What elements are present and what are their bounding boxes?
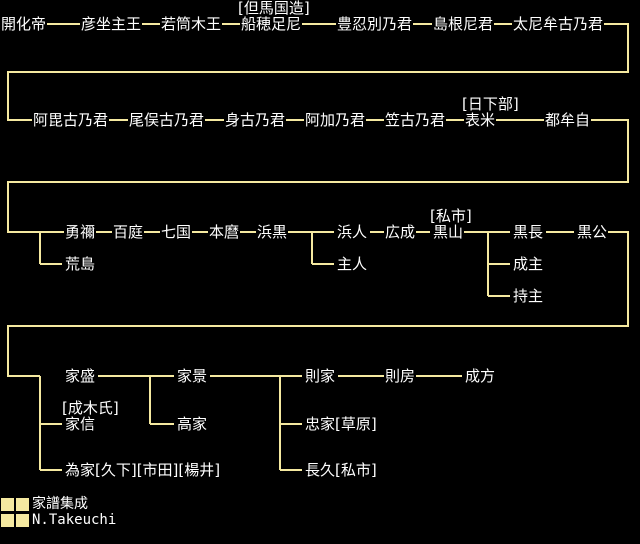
- badge-nariki-shi: [成木氏]: [62, 399, 119, 417]
- node-omatako: 尾俣古乃君: [128, 111, 206, 129]
- node-kuronaga: 黒長: [512, 223, 545, 241]
- node-momoniwa: 百庭: [112, 223, 145, 241]
- node-tsumuji: 都牟自: [544, 111, 592, 129]
- node-hamaguro: 浜黒: [256, 223, 289, 241]
- node-takaie: 高家: [176, 415, 209, 433]
- node-iekage: 家景: [176, 367, 209, 385]
- node-yonome: 表米: [464, 111, 497, 129]
- node-nushihito: 主人: [336, 255, 369, 273]
- node-ienobu: 家信: [64, 415, 97, 433]
- node-kurokimi: 黒公: [576, 223, 609, 241]
- node-wakatsutsuki-no-miko: 若筒木王: [160, 15, 223, 33]
- node-hironari: 広成: [384, 223, 417, 241]
- node-nagahisa: 長久[私市]: [304, 461, 378, 479]
- node-narinushi: 成主: [512, 255, 545, 273]
- footer-author: N.Takeuchi: [32, 512, 117, 528]
- node-kuroyama: 黒山: [432, 223, 465, 241]
- footer-title: 家譜集成: [32, 496, 88, 512]
- node-noriie: 則家: [304, 367, 337, 385]
- node-miko: 身古乃君: [224, 111, 287, 129]
- node-norifusa: 則房: [384, 367, 417, 385]
- legend-square: [1, 498, 14, 511]
- node-funaho-no-sukune: 船穂足尼: [240, 15, 303, 33]
- badge-kusakabe: [日下部]: [462, 95, 519, 113]
- node-motomaro: 本麿: [208, 223, 241, 241]
- node-tadaie: 忠家[草原]: [304, 415, 378, 433]
- node-mochinushi: 持主: [512, 287, 545, 305]
- node-kasako: 笠古乃君: [384, 111, 447, 129]
- node-isane: 勇禰: [64, 223, 97, 241]
- node-hamahito: 浜人: [336, 223, 369, 241]
- node-aka: 阿加乃君: [304, 111, 367, 129]
- node-shimane-no-kimi: 島根尼君: [432, 15, 495, 33]
- node-arashima: 荒島: [64, 255, 97, 273]
- node-tameie: 為家[久下][市田][楊井]: [64, 461, 222, 479]
- node-kaika-tei: 開化帝: [0, 15, 48, 33]
- node-iemori: 家盛: [64, 367, 97, 385]
- badge-kisaichi: [私市]: [430, 207, 472, 225]
- node-toyooshiwake: 豊忍別乃君: [336, 15, 414, 33]
- legend-square: [16, 498, 29, 511]
- node-abiko: 阿毘古乃君: [32, 111, 110, 129]
- node-narikata: 成方: [464, 367, 497, 385]
- node-taniko: 太尼牟古乃君: [512, 15, 605, 33]
- badge-tajima-kuni-no-miyatsuko: [但馬国造]: [238, 0, 310, 17]
- node-nanakuni: 七国: [160, 223, 193, 241]
- node-hikoimasu-no-miko: 彦坐主王: [80, 15, 143, 33]
- legend-square: [1, 514, 14, 527]
- legend-square: [16, 514, 29, 527]
